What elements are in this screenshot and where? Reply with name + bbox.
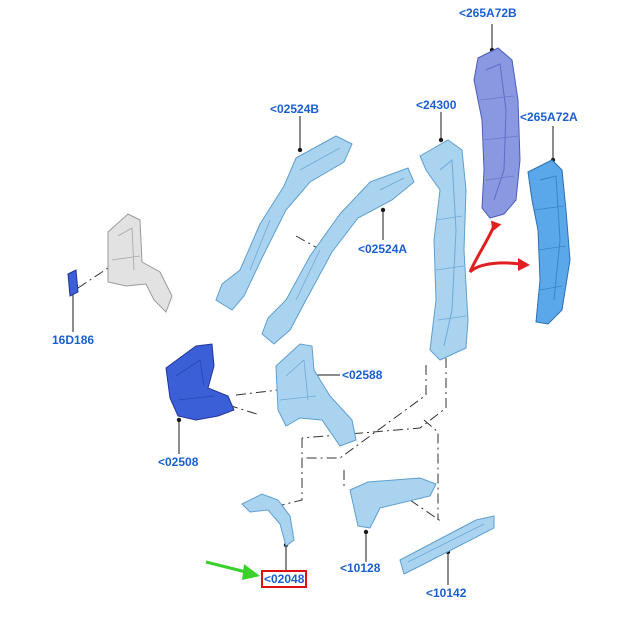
part-24300[interactable] [419, 139, 469, 361]
part-02524A[interactable] [261, 167, 415, 345]
part-265A72B[interactable] [473, 47, 521, 219]
assembly-lines [77, 235, 447, 523]
leader-lines [72, 24, 554, 585]
callout-10128[interactable]: <10128 [340, 561, 381, 575]
callout-02524B[interactable]: <02524B [270, 102, 320, 116]
callout-10142[interactable]: <10142 [426, 586, 467, 600]
callout-265A72A[interactable]: <265A72A [520, 110, 578, 124]
part-265A72A[interactable] [527, 159, 571, 325]
part-inner-panel[interactable] [107, 213, 173, 313]
part-16D186[interactable] [67, 269, 79, 297]
callout-02508[interactable]: <02508 [158, 455, 199, 469]
callout-24300[interactable]: <24300 [416, 98, 457, 112]
callout-265A72B[interactable]: <265A72B [459, 6, 517, 20]
green-arrow-icon [205, 560, 260, 580]
red-arrow-icon [468, 220, 530, 274]
part-02048[interactable] [241, 493, 295, 547]
part-02508[interactable] [165, 343, 235, 421]
part-10128[interactable] [349, 477, 437, 529]
callout-02048[interactable]: <02048 [260, 570, 308, 588]
part-10142[interactable] [399, 515, 495, 575]
callout-16D186[interactable]: 16D186 [52, 333, 95, 347]
part-02588[interactable] [275, 343, 357, 447]
callout-02524A[interactable]: <02524A [358, 242, 408, 256]
part-02524B[interactable] [215, 135, 353, 311]
callout-02588[interactable]: <02588 [342, 368, 383, 382]
